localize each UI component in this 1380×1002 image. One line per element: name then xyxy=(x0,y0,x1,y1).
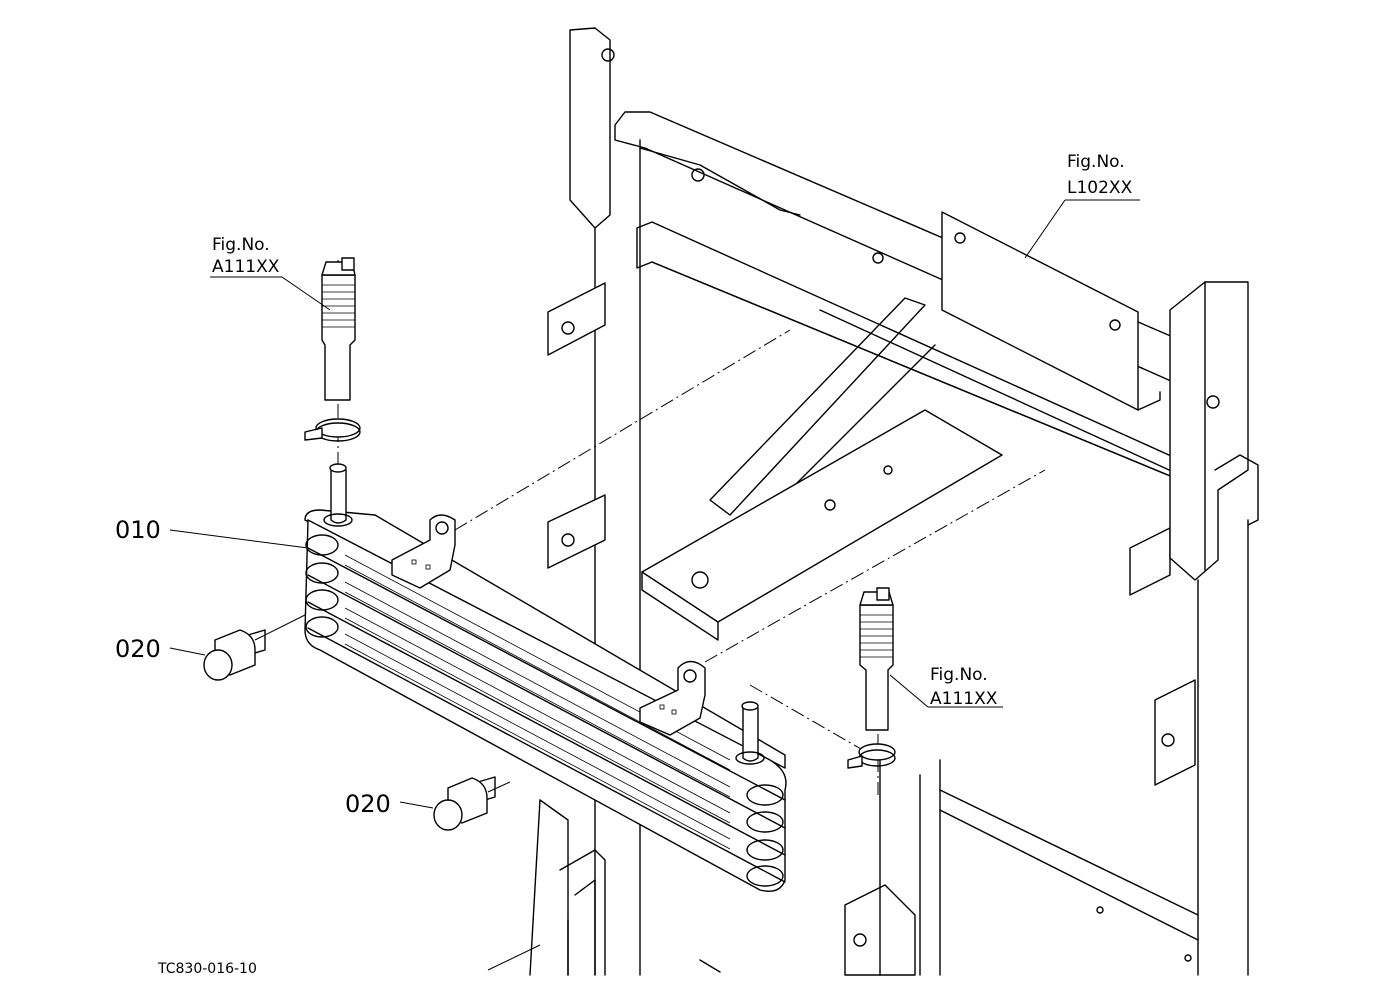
hose-lower xyxy=(847,587,896,769)
callout-part-020-upper: 020 xyxy=(115,635,161,663)
fig-ref-frame-line2: L102XX xyxy=(1067,178,1133,198)
hose-upper xyxy=(304,257,361,442)
callout-part-010: 010 xyxy=(115,516,161,544)
fig-ref-frame-line1: Fig.No. xyxy=(1067,152,1125,172)
callout-part-020-lower: 020 xyxy=(345,790,391,818)
oil-cooler xyxy=(304,463,787,892)
fig-ref-lower-line1: Fig.No. xyxy=(930,665,988,685)
leader-lines xyxy=(169,199,1140,809)
bolt-lower xyxy=(433,776,496,831)
drawing-code: TC830-016-10 xyxy=(157,961,257,977)
fig-ref-upper-line2: A111XX xyxy=(212,257,280,277)
machine-frame xyxy=(487,27,1259,976)
fig-ref-upper-line1: Fig.No. xyxy=(212,235,270,255)
fig-ref-lower-line2: A111XX xyxy=(930,689,998,709)
bolt-upper xyxy=(203,629,266,681)
